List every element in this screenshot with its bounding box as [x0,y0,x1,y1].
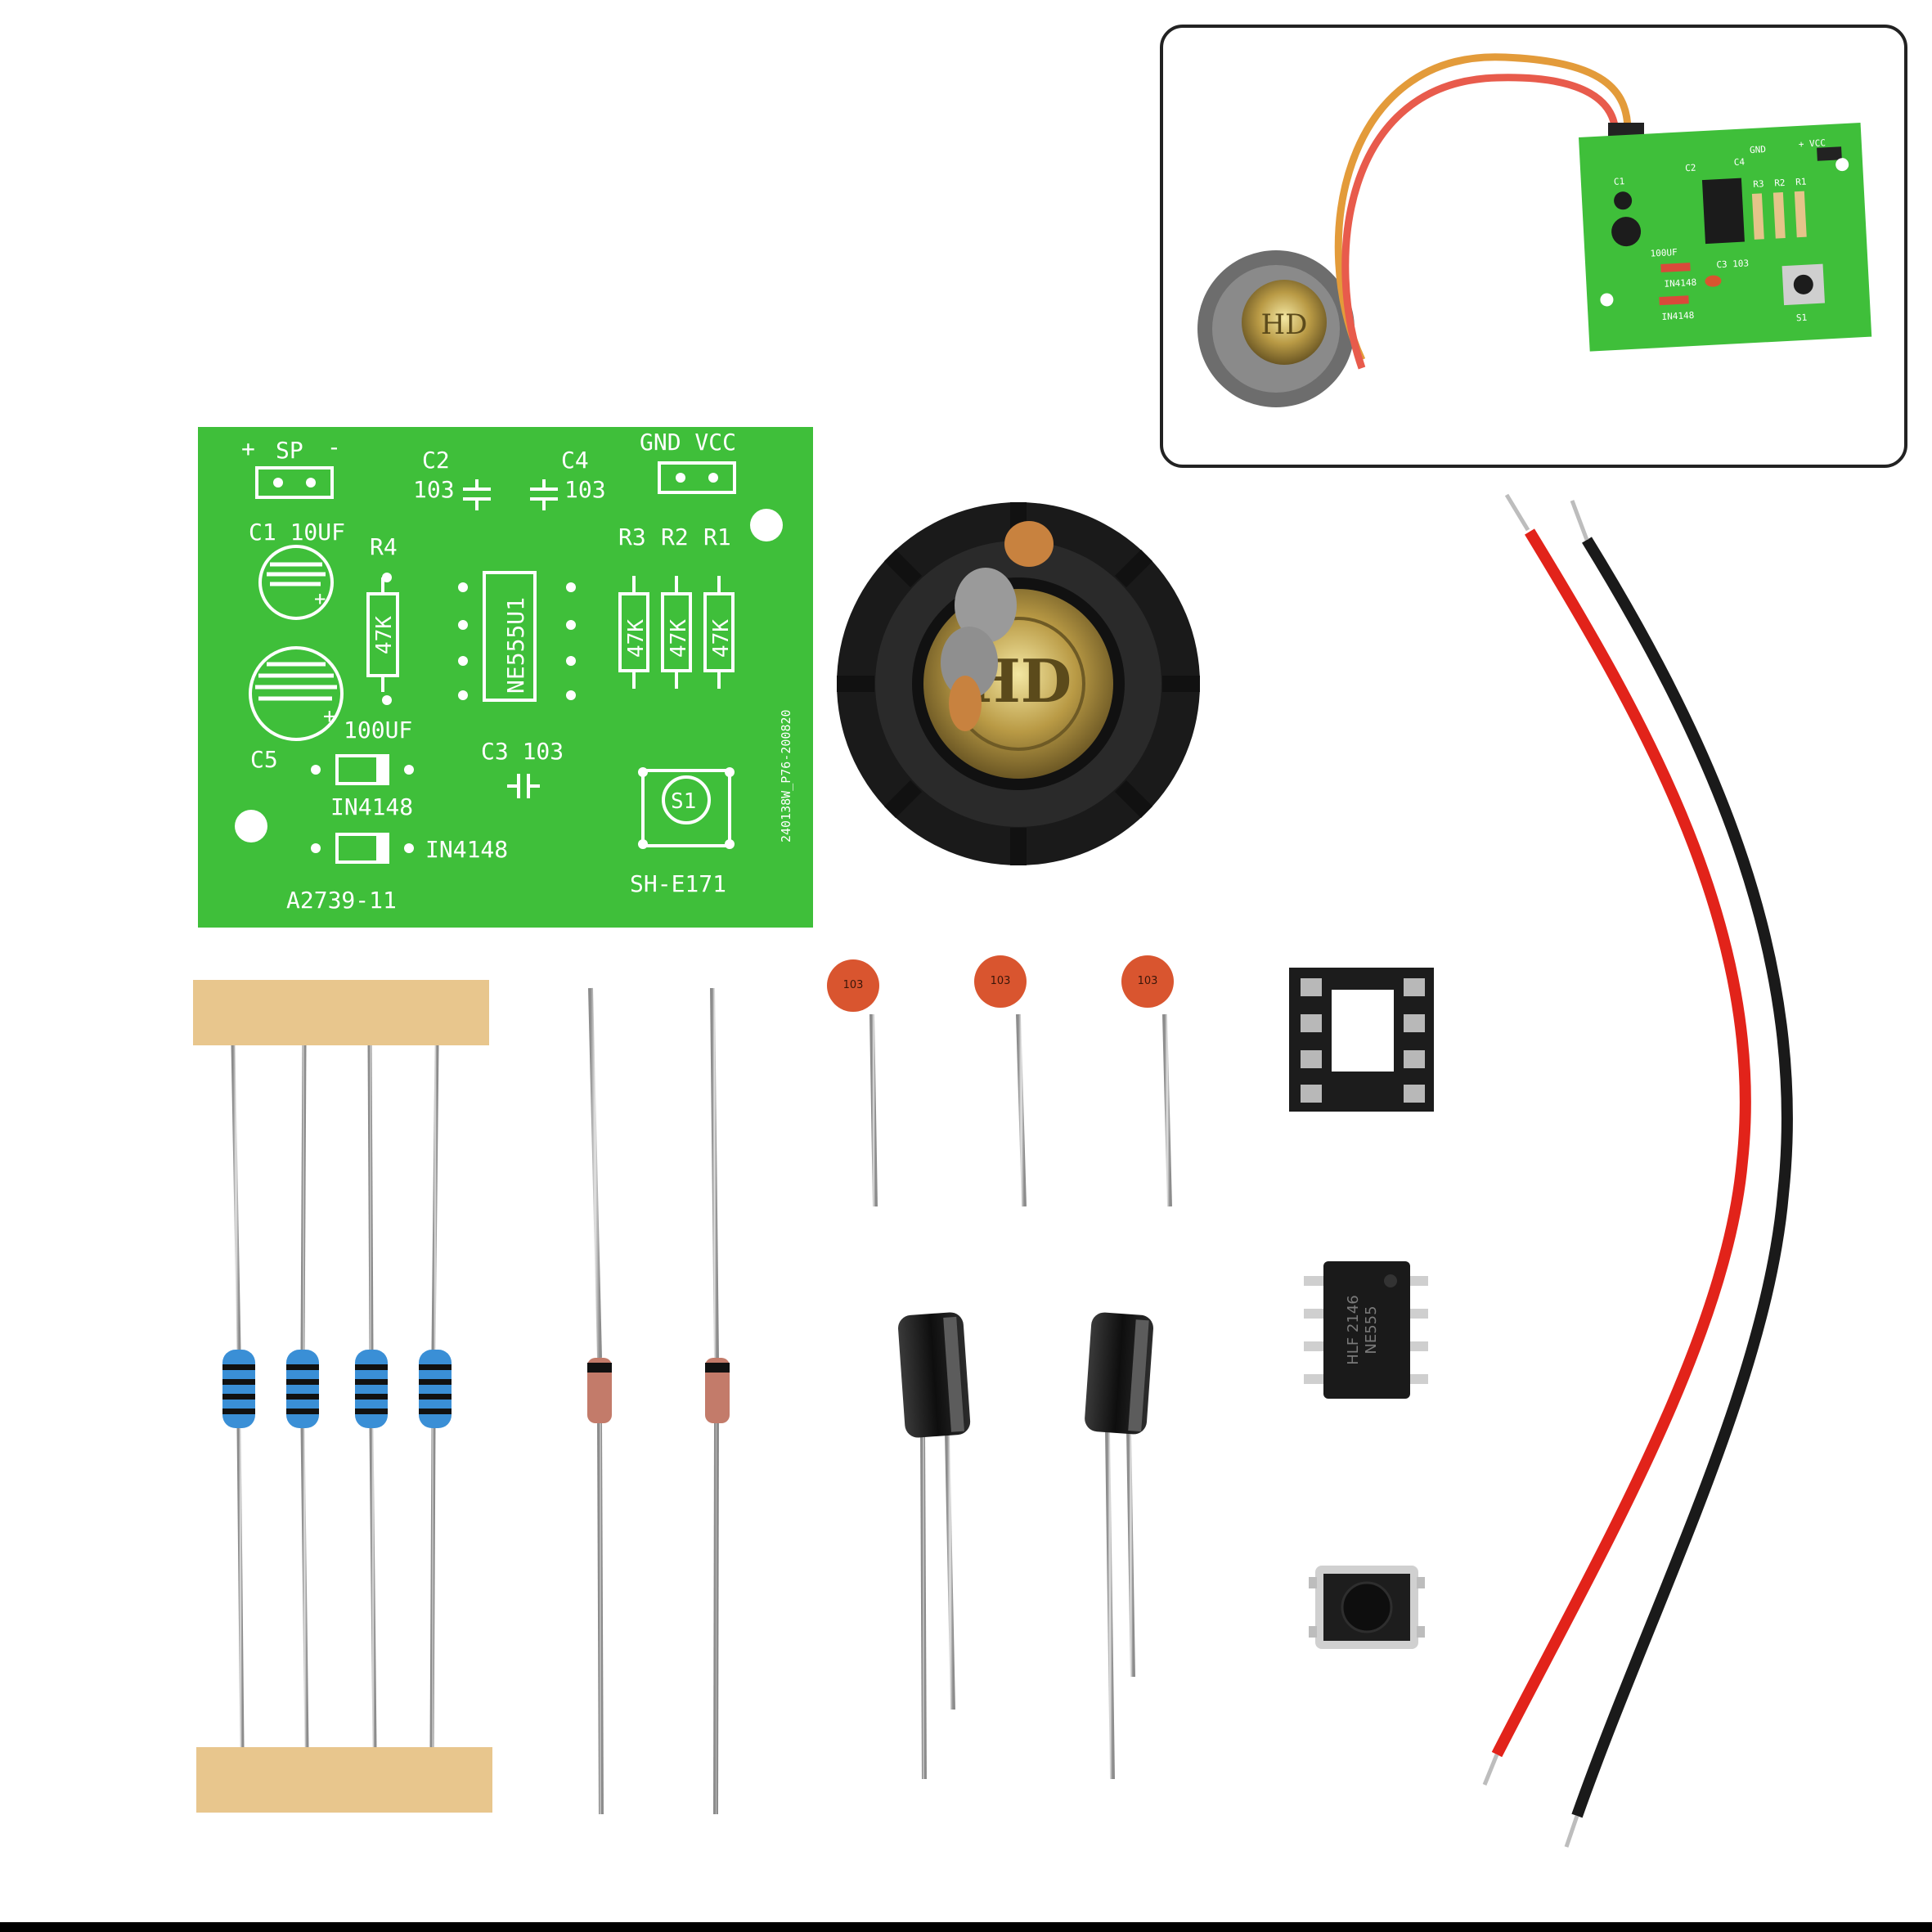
resistor-2 [286,1350,319,1428]
ceramic-capacitor-2: 103 [974,955,1027,1207]
inset-c5-label: 100UF [1650,247,1678,259]
c2-symbol [463,479,491,510]
r4-value: 47K [372,616,397,654]
ceramic-code-2: 103 [991,975,1011,987]
inset-c4-label: C4 [1734,156,1746,168]
black-wire [1571,537,1793,1818]
inset-speaker-brand: HD [1261,308,1308,341]
bottom-edge-bar [0,1922,1932,1932]
d2-label: IN4148 [425,836,508,863]
u1-outline [483,571,537,702]
c1-plus: + [314,587,326,610]
inset-pcb: GND + VCC C2 C4 R3 R2 R1 C1 100UF C3 103… [1579,122,1872,352]
inset-cap-c1 [1614,191,1633,210]
sp-minus-label: - [327,434,341,461]
ceramic-capacitor-1: 103 [827,959,879,1207]
c5-outline [249,646,344,741]
inset-vcc-label: + VCC [1798,137,1826,150]
inset-cap-c5 [1611,217,1642,247]
speaker: HD [837,502,1200,865]
ic-marking-1: NE555 [1363,1305,1380,1354]
c1-outline [258,545,334,620]
c5-label: C5 [250,746,278,773]
gnd-vcc-label: GND VCC [640,429,736,456]
c5-plus: + [323,704,336,729]
inset-c2-label: C2 [1685,163,1696,174]
r1-value: 47K [709,619,734,658]
inset-d2-label: IN4148 [1661,310,1694,322]
s1-outline [641,769,731,847]
c4-symbol [530,479,558,510]
r3-value: 47K [624,619,649,658]
c5-value: 100UF [344,717,412,744]
r1-outline [703,576,735,689]
diode-1 [587,987,612,1815]
ic-socket [1289,968,1434,1112]
c1-label: C1 10UF [249,519,345,546]
board-id-label: A2739-11 [286,887,397,914]
resistor-4 [419,1350,452,1428]
inset-r3-label: R3 [1753,178,1764,190]
inset-c1-label: C1 [1614,176,1625,187]
tact-switch [1309,1566,1425,1649]
board-side-code: 240138W_P76-200820 [779,709,793,842]
r2-value: 47K [667,619,691,658]
ne555-chip: NE555 HLF 2146 [1304,1261,1428,1399]
inset-red-wire [1341,74,1620,370]
r2-label: R2 [661,523,689,550]
sp-connector [255,466,334,499]
r3-label: R3 [618,523,646,550]
pcb-board: + SP - C2 103 C4 103 GND VCC C1 10UF + R… [198,427,813,928]
speaker-terminals [941,521,1054,731]
s1-label: S1 [671,789,696,814]
u1-label: NE555U1 [502,597,529,694]
mounting-hole-left [235,810,267,842]
inset-gnd-label: GND [1750,144,1767,155]
tape-bottom [196,1747,492,1813]
red-wire [1491,528,1751,1758]
ceramic-capacitor-3: 103 [1121,955,1174,1207]
c4-value: 103 [564,476,606,503]
inset-d1-label: IN4148 [1664,277,1696,290]
electrolytic-capacitor-small [898,1312,971,1780]
d1-outline [311,754,414,785]
c2-label: C2 [422,447,450,474]
electrolytic-capacitor-large [1085,1312,1153,1780]
sp-plus-label: + [241,435,255,462]
resistor-3 [355,1350,388,1428]
model-label: SH-E171 [630,870,726,897]
r2-outline [661,576,692,689]
diode-2 [705,987,730,1815]
c2-value: 103 [413,476,455,503]
ceramic-code-1: 103 [843,979,864,991]
assembled-kit-inset: HD GND + VCC C2 C4 R3 R2 R1 C1 100UF C3 … [1160,25,1907,468]
r3-outline [618,576,649,689]
c3-label: C3 103 [481,738,564,765]
mounting-hole-right [750,509,783,541]
r1-label: R1 [703,523,731,550]
d1-label: IN4148 [330,793,413,820]
sp-label: SP [276,437,303,464]
inset-r2-label: R2 [1774,177,1786,189]
power-connector [658,461,736,494]
ceramic-code-3: 103 [1138,975,1158,987]
inset-button [1793,274,1813,294]
jumper-wires [1482,493,1793,1848]
d2-outline [311,833,414,864]
ic-marking-2: HLF 2146 [1345,1295,1362,1364]
inset-c3-label: C3 103 [1716,258,1749,270]
inset-orange-wire [1334,53,1632,362]
u1-pads [458,582,576,700]
r4-label: R4 [370,533,398,560]
inset-speaker: HD [1197,250,1355,407]
tape-top [193,980,489,1045]
inset-r1-label: R1 [1795,177,1807,188]
c4-label: C4 [561,447,589,474]
resistor-strip [193,980,492,1813]
inset-ic [1701,177,1745,245]
c3-symbol [507,774,540,798]
resistor-1 [222,1350,255,1428]
inset-s1-label: S1 [1796,312,1808,324]
